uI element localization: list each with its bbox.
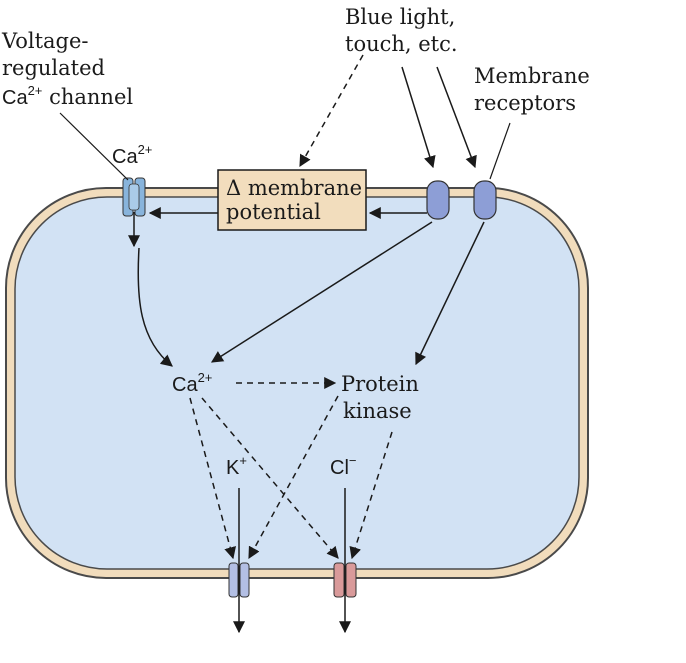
channel-label-leader <box>59 112 129 181</box>
membrane-receptor-right <box>473 180 497 220</box>
ca-top-label: Ca2+ <box>112 142 152 168</box>
membrane-receptor-left <box>426 180 450 220</box>
arrow-kinase-to-cl-channel <box>349 431 393 560</box>
cl-channel-icon <box>333 562 357 598</box>
membrane-potential-line1: Δ membrane <box>226 176 362 200</box>
channel-label-line3: Ca2+ channel <box>2 83 133 109</box>
membrane-potential-label: Δ membrane potential <box>226 176 369 224</box>
arrow-blue-light-to-receptor-left <box>401 66 436 169</box>
ca-channel-icon <box>122 177 146 217</box>
ca-mid-label: Ca2+ <box>172 370 212 396</box>
cl-ion-label: Cl− <box>330 453 356 479</box>
membrane-potential-line2: potential <box>226 200 321 224</box>
solid-arrows <box>128 66 485 634</box>
k-ion-label: K+ <box>226 453 247 479</box>
blue-light-label: Blue light, touch, etc. <box>345 5 462 56</box>
arrow-ca-to-k-channel <box>189 397 236 560</box>
arrow-blue-light-to-box <box>299 54 364 168</box>
k-channel-icon <box>228 562 250 598</box>
channel-label: Voltage- regulated <box>1 29 105 80</box>
arrow-ca-to-cl-channel <box>201 397 339 559</box>
membrane-potential-box <box>217 169 367 231</box>
protein-kinase-label: Protein kinase <box>341 372 426 423</box>
receptors-label: Membrane receptors <box>474 64 597 115</box>
arrow-blue-light-to-receptor-right <box>436 66 477 169</box>
arrow-kinase-to-k-channel <box>248 395 339 560</box>
arrow-ca-channel-to-ca <box>137 247 173 367</box>
arrow-receptor-to-ca <box>210 221 433 363</box>
arrow-receptor-to-kinase <box>415 221 485 366</box>
receptors-label-leader <box>489 122 511 180</box>
dashed-arrows <box>189 54 393 560</box>
